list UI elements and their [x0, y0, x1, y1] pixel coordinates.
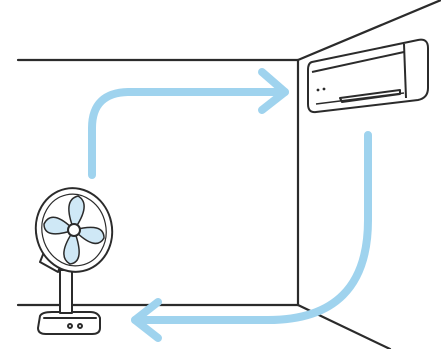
fan-blade-3 [63, 229, 80, 265]
airflow-arrow-down-left-head [131, 298, 162, 342]
ac-indicator-1 [316, 88, 320, 92]
ceiling-line-right [296, 0, 441, 62]
fan-button-1 [67, 323, 73, 329]
fan-blade-1 [68, 195, 85, 231]
fan-button-2 [77, 323, 83, 329]
fan-blade-2 [73, 226, 105, 245]
ac-indicator-2 [322, 87, 326, 91]
ac-body [307, 38, 429, 114]
ac-top-edge [311, 51, 405, 73]
fan-base [37, 311, 101, 335]
fan-pole [59, 269, 73, 314]
fan-blades [43, 195, 105, 265]
airflow-arrow-up-right [88, 88, 289, 179]
fan-guard-inner [41, 193, 107, 267]
airflow-arrow-up-right-head [258, 68, 289, 114]
airflow-arrows [88, 68, 372, 342]
fan-hub [67, 223, 81, 237]
ac-bottom-line [315, 92, 405, 105]
ac-side-panel [403, 43, 407, 99]
airflow-arrow-down-left [131, 131, 372, 324]
fan-blade-4 [43, 216, 75, 235]
air-conditioner-icon [307, 38, 429, 114]
electric-fan-icon [34, 187, 114, 335]
